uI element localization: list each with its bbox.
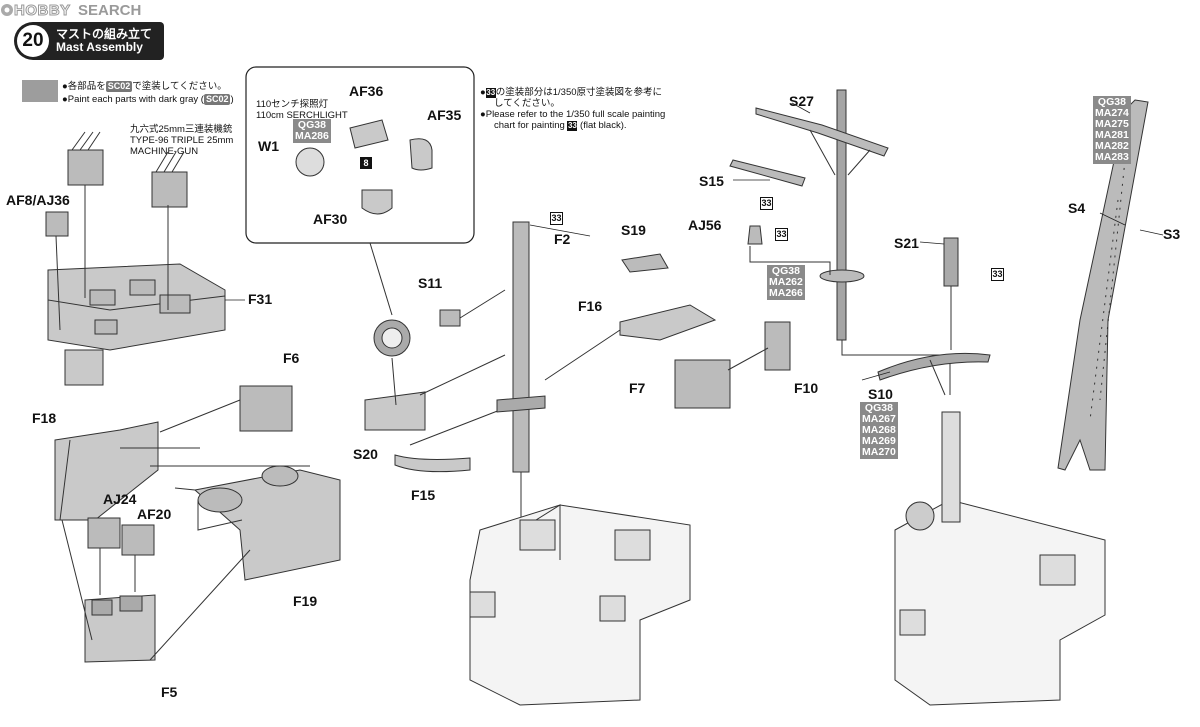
s11-part <box>439 309 461 327</box>
mast-f2 <box>512 221 530 473</box>
label-s21: S21 <box>894 235 919 251</box>
searchlight-detail-box <box>245 66 475 244</box>
s19-part <box>621 253 669 273</box>
af35-part <box>409 138 433 171</box>
ref-33-aj56: 33 <box>775 228 788 241</box>
machine-gun-right <box>151 171 188 208</box>
label-f6: F6 <box>283 350 300 366</box>
f7-part <box>674 359 731 409</box>
label-f2: F2 <box>554 231 571 247</box>
logo-mark-icon <box>1 4 13 16</box>
label-af36: AF36 <box>349 83 384 99</box>
label-s19: S19 <box>621 222 646 238</box>
paint-note-line2: ●Paint each parts with dark gray (SC02) <box>62 94 234 105</box>
label-f31: F31 <box>248 291 273 307</box>
ref-33-s21: 33 <box>991 268 1004 281</box>
label-s20: S20 <box>353 446 378 462</box>
aft-mast-base <box>941 411 961 523</box>
af36-part <box>349 119 389 149</box>
step-title-ja: マストの組み立て <box>56 27 153 41</box>
ref-8: 8 <box>360 157 372 169</box>
machine-gun-note: 九六式25mm三連装機銃 TYPE-96 TRIPLE 25mm MACHINE… <box>130 124 234 157</box>
label-s3: S3 <box>1163 226 1181 242</box>
searchlight-note: 110センチ探照灯 110cm SERCHLIGHT <box>256 99 348 121</box>
ref-33-f2: 33 <box>550 212 563 225</box>
logo-hobby-text: HOBBY <box>14 2 71 20</box>
label-f18: F18 <box>32 410 57 426</box>
detail-callout-line <box>369 242 393 316</box>
f15-part <box>394 454 471 473</box>
label-s4: S4 <box>1068 200 1086 216</box>
af20-part <box>121 524 155 556</box>
label-aj24: AJ24 <box>103 491 137 507</box>
label-f10: F10 <box>794 380 819 396</box>
af30-part <box>361 189 393 215</box>
label-af30: AF30 <box>313 211 348 227</box>
label-af20: AF20 <box>137 506 172 522</box>
f10-part <box>764 321 791 371</box>
label-aj56: AJ56 <box>688 217 722 233</box>
f19-part <box>193 469 341 581</box>
s20-part <box>364 391 426 431</box>
label-s27: S27 <box>789 93 814 109</box>
gray-color-swatch <box>22 80 58 102</box>
forward-superstructure <box>469 504 691 706</box>
mast-paint-note: ●33の塗装部分は1/350原寸塗装図を参考に してください。 ●Please … <box>480 87 666 131</box>
af8-part <box>45 211 69 237</box>
label-f16: F16 <box>578 298 603 314</box>
label-f7: F7 <box>629 380 646 396</box>
s27-yard <box>755 107 889 157</box>
main-mast <box>836 89 847 341</box>
machine-gun-left <box>67 149 104 186</box>
aj56-part <box>747 225 763 245</box>
aft-superstructure <box>894 499 1106 706</box>
logo-search-text: SEARCH <box>78 2 142 19</box>
ref-33-s15: 33 <box>760 197 773 210</box>
label-f5: F5 <box>161 684 178 700</box>
label-af8-aj36: AF8/AJ36 <box>6 192 70 208</box>
f16-part <box>619 304 717 341</box>
s15-yard <box>729 159 806 187</box>
label-af35: AF35 <box>427 107 462 123</box>
f31-base <box>64 349 104 386</box>
label-f15: F15 <box>411 487 436 503</box>
w1-lens <box>295 147 325 177</box>
f6-part <box>239 385 293 432</box>
s21-part <box>943 237 959 287</box>
step-title-en: Mast Assembly <box>56 40 143 54</box>
aj24-part <box>87 517 121 549</box>
s10-part <box>877 352 991 381</box>
step-number: 20 <box>17 25 49 57</box>
label-w1: W1 <box>258 138 279 154</box>
f18-part <box>54 421 159 521</box>
label-s11: S11 <box>418 275 443 291</box>
crane-arm <box>1057 99 1149 471</box>
label-s10: S10 <box>868 386 893 402</box>
label-f19: F19 <box>293 593 318 609</box>
label-s15: S15 <box>699 173 724 189</box>
